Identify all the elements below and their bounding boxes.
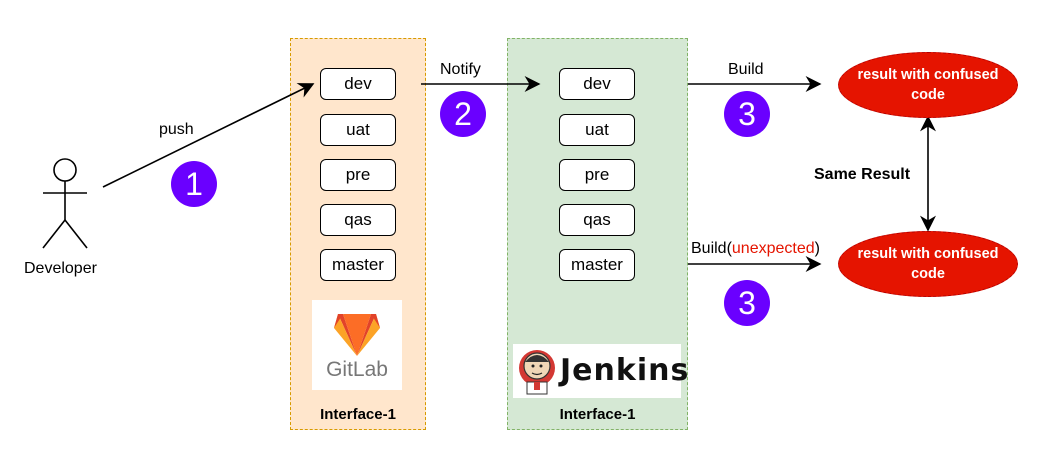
push-label: push xyxy=(159,121,194,138)
gitlab-branch-qas: qas xyxy=(320,204,396,236)
gitlab-caption: Interface-1 xyxy=(320,406,396,423)
gitlab-branch-master: master xyxy=(320,249,396,281)
step-3-bottom-badge: 3 xyxy=(724,280,770,326)
build-bottom-suffix: ) xyxy=(814,240,820,257)
result-bottom-line2: code xyxy=(911,266,945,282)
person-icon xyxy=(42,158,88,249)
gitlab-logo: GitLab xyxy=(312,300,402,390)
jenkins-branch-dev: dev xyxy=(559,68,635,100)
jenkins-branch-master: master xyxy=(559,249,635,281)
push-arrow xyxy=(102,83,315,188)
build-bottom-prefix: Build( xyxy=(691,240,732,257)
step-3-top-badge: 3 xyxy=(724,91,770,137)
step-2-badge: 2 xyxy=(440,91,486,137)
jenkins-logo: Jenkins xyxy=(513,344,688,398)
jenkins-branch-pre: pre xyxy=(559,159,635,191)
unexpected-text: unexpected xyxy=(731,240,815,257)
jenkins-caption: Interface-1 xyxy=(559,406,636,423)
result-bottom-ellipse: result with confused code xyxy=(838,231,1018,297)
gitlab-branch-pre: pre xyxy=(320,159,396,191)
build-bottom-label: Build(unexpected) xyxy=(691,240,820,258)
jenkins-logo-text: Jenkins xyxy=(560,353,690,388)
gitlab-logo-text: GitLab xyxy=(326,358,388,381)
jenkins-branch-qas: qas xyxy=(559,204,635,236)
developer-label: Developer xyxy=(24,260,97,277)
result-top-ellipse: result with confused code xyxy=(838,52,1018,118)
notify-label: Notify xyxy=(440,61,481,78)
gitlab-logo-icon xyxy=(334,314,380,356)
gitlab-branch-dev: dev xyxy=(320,68,396,100)
gitlab-branch-uat: uat xyxy=(320,114,396,146)
build-top-label: Build xyxy=(728,61,764,78)
jenkins-branch-uat: uat xyxy=(559,114,635,146)
result-top-line2: code xyxy=(911,87,945,103)
result-bottom-line1: result with confused xyxy=(857,246,999,262)
jenkins-logo-icon xyxy=(519,350,555,395)
result-top-line1: result with confused xyxy=(857,67,999,83)
same-result-label: Same Result xyxy=(814,166,911,183)
step-1-badge: 1 xyxy=(171,161,217,207)
